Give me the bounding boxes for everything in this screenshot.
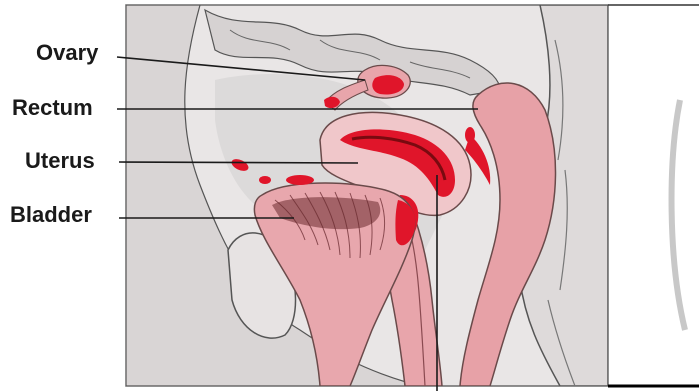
lesion-spot <box>465 127 475 143</box>
label-rectum: Rectum <box>12 97 93 119</box>
lesion-spot <box>259 176 271 184</box>
label-ovary: Ovary <box>36 42 98 64</box>
label-uterus: Uterus <box>25 150 95 172</box>
lesion-spot <box>286 175 314 185</box>
adjacent-panel <box>608 5 699 386</box>
leader-line-uterus <box>119 162 358 163</box>
label-bladder: Bladder <box>10 204 92 226</box>
